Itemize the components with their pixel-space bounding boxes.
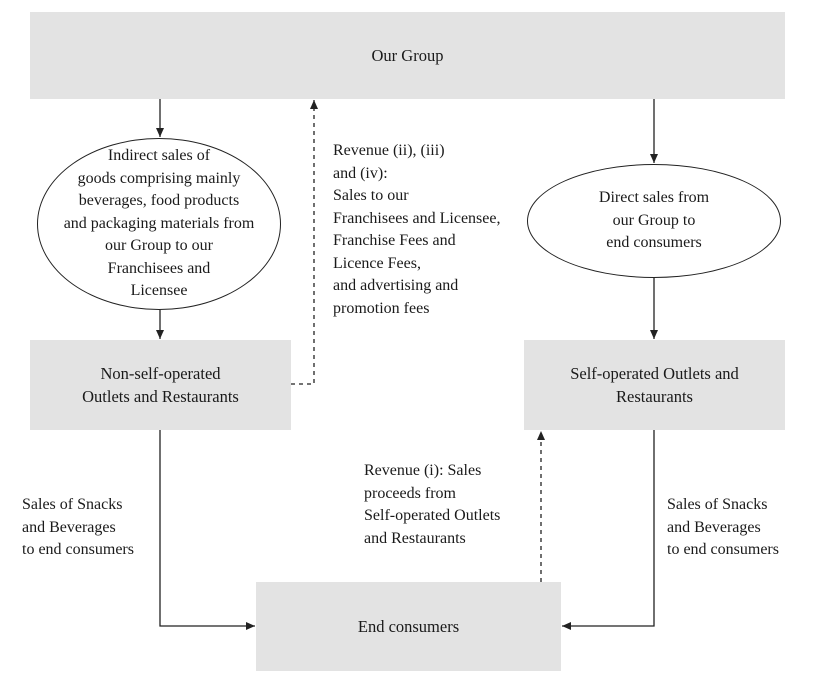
self-operated-label: Self-operated Outlets and Restaurants [570,364,739,406]
end-consumers-label: End consumers [357,617,460,636]
sales-left-text: Sales of Snacks and Beverages to end con… [22,496,134,558]
self-operated-box: Self-operated Outlets and Restaurants [524,340,785,430]
revenue-i-text: Revenue (i): Sales proceeds from Self-op… [364,462,501,547]
non-self-operated-box: Non-self-operated Outlets and Restaurant… [30,340,291,430]
arrow-self-to-end [562,430,655,630]
arrow-revenue-ii-iii-iv [291,100,318,385]
direct-sales-label: Direct sales from our Group to end consu… [598,189,710,252]
our-group-box: Our Group [30,12,785,99]
revenue-ii-iii-iv-text: Revenue (ii), (iii) and (iv): Sales to o… [333,142,501,317]
non-self-operated-label: Non-self-operated Outlets and Restaurant… [82,364,239,406]
indirect-sales-label: Indirect sales of goods comprising mainl… [63,147,255,300]
sales-right-text: Sales of Snacks and Beverages to end con… [667,496,779,558]
arrow-nonself-to-end [159,430,255,630]
indirect-sales-ellipse: Indirect sales of goods comprising mainl… [37,138,281,310]
our-group-label: Our Group [371,46,444,65]
direct-sales-ellipse: Direct sales from our Group to end consu… [527,164,781,278]
end-consumers-box: End consumers [256,582,561,671]
